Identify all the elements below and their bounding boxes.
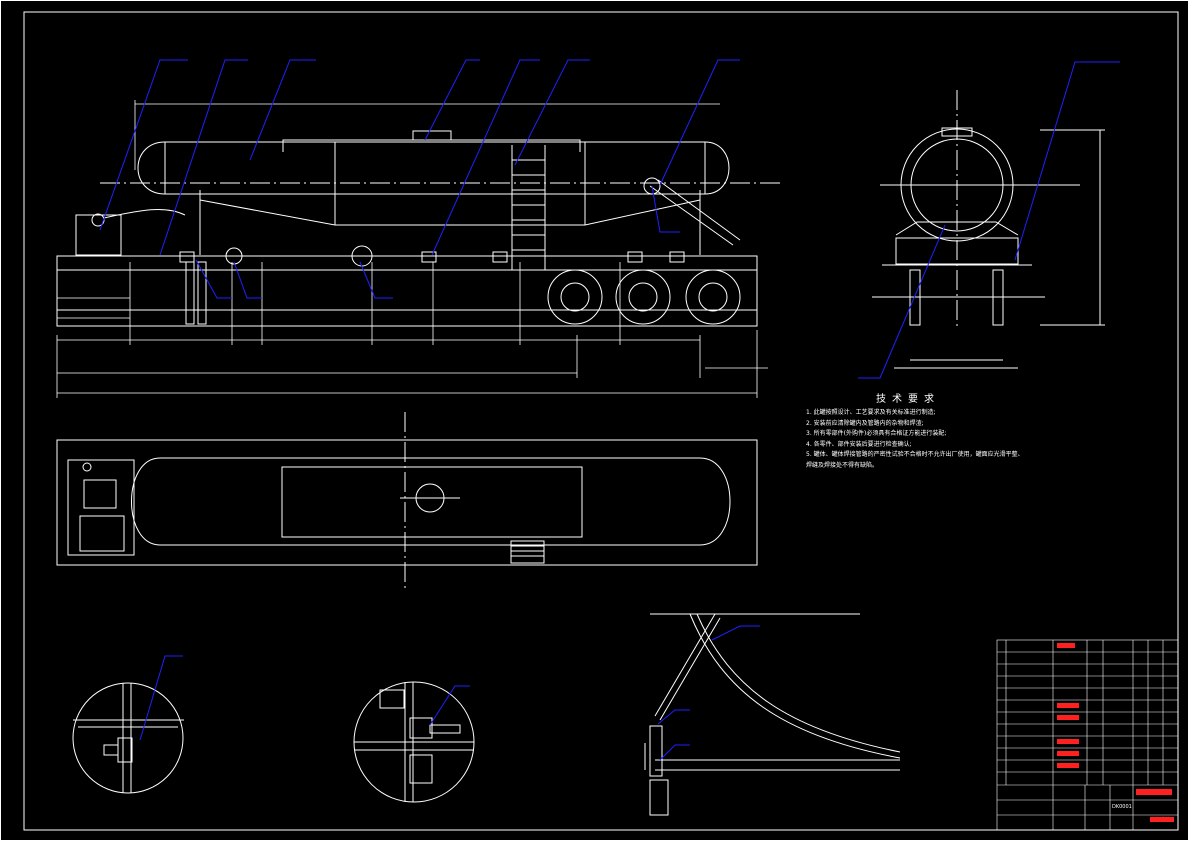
tech-requirements-title: 技术要求 bbox=[876, 394, 940, 405]
wheel-3 bbox=[685, 269, 741, 325]
tech-requirements-list: 1. 此罐按照设计、工艺要求及有关标准进行制造; 2. 安装前应清除罐内及管路内… bbox=[806, 408, 1106, 471]
detail-I bbox=[72, 682, 184, 794]
compressor bbox=[75, 214, 122, 256]
tech-requirement-item: 4. 各零件、部件安装后要进行检查确认; bbox=[806, 440, 912, 448]
tech-requirement-item: 2. 安装前应清除罐内及管路内的杂物和焊渣; bbox=[806, 419, 924, 427]
inner-frame bbox=[23, 11, 1179, 831]
detail-II bbox=[353, 681, 475, 803]
wheel-1 bbox=[547, 269, 603, 325]
title-block-drawing-number: DK0001 bbox=[1112, 804, 1132, 810]
tech-requirement-item: 5. 罐体、罐体焊接管路的严密性试验不合格时不允许出厂使用，罐面应光滑平整、 bbox=[806, 451, 1024, 458]
tank-shell bbox=[137, 141, 730, 195]
control-box bbox=[67, 459, 135, 556]
dimension-lines bbox=[56, 100, 768, 398]
ladder bbox=[511, 145, 546, 270]
wheel-2 bbox=[615, 269, 671, 325]
tech-requirement-item: 1. 此罐按照设计、工艺要求及有关标准进行制造; bbox=[806, 409, 936, 416]
tech-requirement-item: 焊缝及焊接处不得有缺陷。 bbox=[806, 461, 879, 469]
title-block bbox=[996, 639, 1179, 831]
section-detail bbox=[644, 613, 901, 816]
manhole bbox=[412, 130, 452, 141]
tech-requirement-item: 3. 所有零部件(外购件)必须具有合格证方能进行装配; bbox=[806, 430, 947, 437]
title-block-drawing-title: 粉罐车 bbox=[1137, 790, 1153, 796]
rear-view bbox=[872, 90, 1105, 369]
leader-lines bbox=[99, 59, 1120, 761]
parts-list-highlights bbox=[1057, 643, 1174, 822]
side-view bbox=[56, 130, 780, 327]
title-block-stamp: 毕业设计 bbox=[1150, 817, 1171, 823]
plan-view bbox=[56, 412, 758, 592]
chassis-frame bbox=[56, 255, 758, 327]
